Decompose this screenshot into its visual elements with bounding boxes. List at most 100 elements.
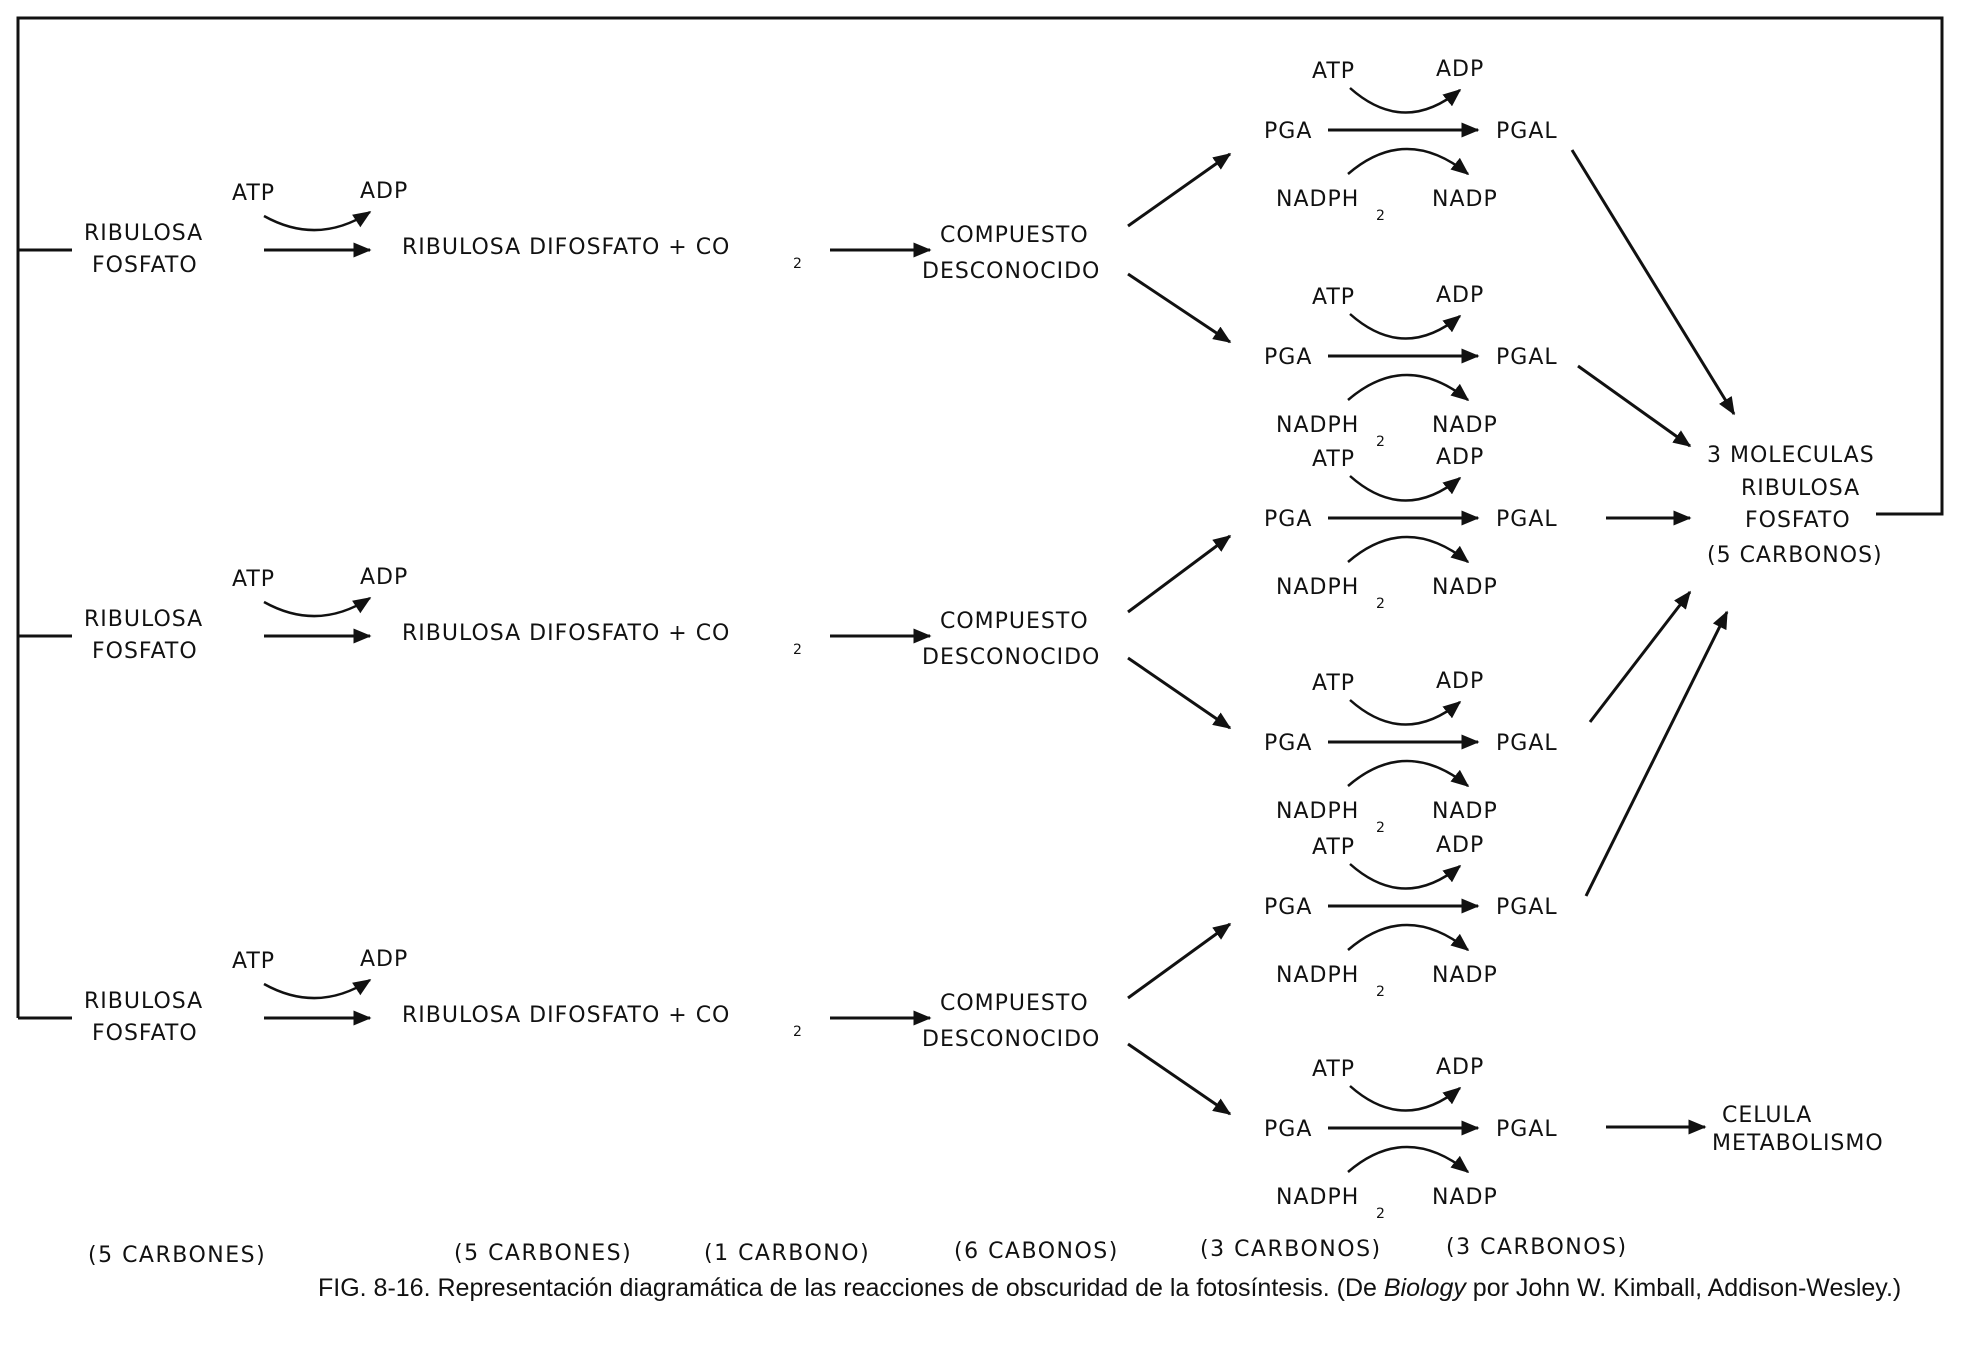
compuesto-label: COMPUESTO bbox=[940, 991, 1089, 1016]
atp-adp-curve-arrow bbox=[1349, 87, 1462, 114]
compuesto-label: COMPUESTO bbox=[940, 223, 1089, 248]
ribulosa-label: RIBULOSA bbox=[84, 607, 203, 632]
atp-adp-curve-arrow bbox=[1349, 313, 1462, 340]
pgal-label: PGAL bbox=[1496, 895, 1558, 920]
nadp-label: NADP bbox=[1432, 963, 1498, 988]
carbon-label-1: (5 CARBONES) bbox=[88, 1243, 266, 1268]
pgal-label: PGAL bbox=[1496, 345, 1558, 370]
nadph-nadp-curve-arrow bbox=[1347, 1145, 1470, 1173]
adp-label: ADP bbox=[360, 565, 408, 590]
compuesto-to-pga-arrow-6 bbox=[1127, 1042, 1232, 1116]
atp-label: ATP bbox=[1312, 59, 1355, 84]
nadph-nadp-curve-arrow bbox=[1347, 923, 1470, 951]
pga-reaction-6: ATP ADP PGA PGAL NADPH 2 NADP bbox=[1264, 1055, 1558, 1222]
desconocido-label: DESCONOCIDO bbox=[922, 1027, 1100, 1052]
nadph-subscript: 2 bbox=[1376, 596, 1385, 612]
nadph-subscript: 2 bbox=[1376, 984, 1385, 1000]
atp-adp-curve-arrow bbox=[1349, 863, 1462, 890]
pgal-label: PGAL bbox=[1496, 1117, 1558, 1142]
pga-label: PGA bbox=[1264, 507, 1312, 532]
pgal-label: PGAL bbox=[1496, 119, 1558, 144]
atp-label: ATP bbox=[1312, 835, 1355, 860]
caption-book-title: Biology bbox=[1383, 1274, 1466, 1302]
nadph-label: NADPH bbox=[1276, 963, 1359, 988]
adp-label: ADP bbox=[1436, 1055, 1484, 1080]
caption-suffix: por John W. Kimball, Addison-Wesley.) bbox=[1465, 1274, 1902, 1302]
desconocido-label: DESCONOCIDO bbox=[922, 259, 1100, 284]
compuesto-to-pga-arrow-4 bbox=[1127, 656, 1232, 730]
product-line-4: (5 CARBONOS) bbox=[1707, 543, 1883, 568]
carbon-label-2: (5 CARBONES) bbox=[454, 1241, 632, 1266]
figure-caption: FIG. 8-16. Representación diagramática d… bbox=[318, 1272, 1948, 1305]
co2-subscript: 2 bbox=[793, 1024, 802, 1040]
pgal-2-to-product-arrow bbox=[1577, 364, 1692, 448]
reaction-rows: RIBULOSA FOSFATO ATP ADP RIBULOSA DIFOSFATO … bbox=[84, 152, 1232, 1116]
atp-label: ATP bbox=[1312, 447, 1355, 472]
nadp-label: NADP bbox=[1432, 1185, 1498, 1210]
atp-label: ATP bbox=[232, 567, 275, 592]
pgal-1-to-product-arrow bbox=[1570, 149, 1736, 416]
pga-label: PGA bbox=[1264, 731, 1312, 756]
ribulosa-label: RIBULOSA bbox=[84, 221, 203, 246]
atp-adp-curve-arrow bbox=[1349, 475, 1462, 502]
atp-label: ATP bbox=[1312, 1057, 1355, 1082]
atp-adp-curve-arrow bbox=[1349, 1085, 1462, 1112]
nadph-nadp-curve-arrow bbox=[1347, 373, 1470, 401]
adp-label: ADP bbox=[360, 179, 408, 204]
pga-label: PGA bbox=[1264, 1117, 1312, 1142]
ribulosa-difosfato-label: RIBULOSA DIFOSFATO + CO bbox=[402, 1003, 730, 1028]
pga-label: PGA bbox=[1264, 345, 1312, 370]
nadph-label: NADPH bbox=[1276, 187, 1359, 212]
pgal-4-to-product-arrow bbox=[1588, 590, 1692, 723]
ribulosa-label: RIBULOSA bbox=[84, 989, 203, 1014]
adp-label: ADP bbox=[1436, 669, 1484, 694]
atp-label: ATP bbox=[232, 181, 275, 206]
nadph-label: NADPH bbox=[1276, 575, 1359, 600]
adp-label: ADP bbox=[1436, 833, 1484, 858]
carbon-label-6: (3 CARBONOS) bbox=[1446, 1235, 1628, 1260]
atp-adp-curve-arrow bbox=[263, 596, 372, 618]
atp-label: ATP bbox=[1312, 285, 1355, 310]
pga-reaction-3: ATP ADP PGA PGAL NADPH 2 NADP bbox=[1264, 445, 1558, 612]
carbon-label-3: (1 CARBONO) bbox=[704, 1241, 870, 1266]
metabolismo-label: METABOLISMO bbox=[1712, 1131, 1884, 1156]
compuesto-to-pga-arrow-2 bbox=[1127, 272, 1232, 344]
nadph-nadp-curve-arrow bbox=[1347, 535, 1470, 563]
adp-label: ADP bbox=[1436, 57, 1484, 82]
nadph-label: NADPH bbox=[1276, 1185, 1359, 1210]
adp-label: ADP bbox=[1436, 283, 1484, 308]
atp-adp-curve-arrow bbox=[1349, 699, 1462, 726]
nadp-label: NADP bbox=[1432, 799, 1498, 824]
co2-subscript: 2 bbox=[793, 642, 802, 658]
nadph-label: NADPH bbox=[1276, 799, 1359, 824]
nadph-subscript: 2 bbox=[1376, 208, 1385, 224]
reaction-row-1: RIBULOSA FOSFATO ATP ADP RIBULOSA DIFOSFATO … bbox=[84, 179, 1100, 284]
nadp-label: NADP bbox=[1432, 187, 1498, 212]
feedback-loop-line bbox=[16, 16, 1944, 1018]
pgal-label: PGAL bbox=[1496, 731, 1558, 756]
product-line-3: FOSFATO bbox=[1745, 508, 1851, 533]
co2-subscript: 2 bbox=[793, 256, 802, 272]
adp-label: ADP bbox=[1436, 445, 1484, 470]
adp-label: ADP bbox=[360, 947, 408, 972]
pga-label: PGA bbox=[1264, 119, 1312, 144]
ribulosa-difosfato-label: RIBULOSA DIFOSFATO + CO bbox=[402, 235, 730, 260]
product-line-2: RIBULOSA bbox=[1741, 476, 1860, 501]
fosfato-label: FOSFATO bbox=[92, 253, 198, 278]
compuesto-to-pga-arrow-3 bbox=[1127, 534, 1232, 614]
nadp-label: NADP bbox=[1432, 575, 1498, 600]
pgal-5-to-product-arrow bbox=[1584, 610, 1729, 897]
product-line-1: 3 MOLECULAS bbox=[1707, 443, 1875, 468]
fosfato-label: FOSFATO bbox=[92, 1021, 198, 1046]
pgal-label: PGAL bbox=[1496, 507, 1558, 532]
compuesto-to-pga-arrow-1 bbox=[1127, 152, 1232, 228]
nadph-nadp-curve-arrow bbox=[1347, 759, 1470, 787]
nadp-label: NADP bbox=[1432, 413, 1498, 438]
nadph-subscript: 2 bbox=[1376, 1206, 1385, 1222]
celula-label: CELULA bbox=[1722, 1103, 1812, 1128]
